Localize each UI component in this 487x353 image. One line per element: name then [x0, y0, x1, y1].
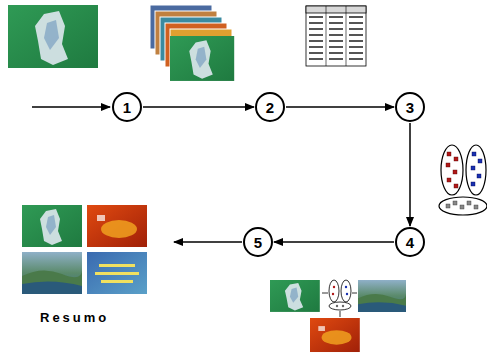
- step-circle: 4: [395, 227, 425, 257]
- step-number: 2: [266, 100, 274, 115]
- step-circle: 1: [112, 92, 142, 122]
- step-number: 1: [123, 100, 131, 115]
- flow-arrow: [409, 123, 411, 226]
- step-circle: 2: [255, 92, 285, 122]
- step-number: 4: [406, 235, 414, 250]
- summary-label: Resumo: [40, 310, 109, 325]
- flow-arrow: [274, 241, 394, 243]
- step-circle: 5: [243, 227, 273, 257]
- flow-arrow: [286, 106, 394, 108]
- step-number: 5: [254, 235, 262, 250]
- flow-arrow: [143, 106, 254, 108]
- step-number: 3: [406, 100, 414, 115]
- step-circle: 3: [395, 92, 425, 122]
